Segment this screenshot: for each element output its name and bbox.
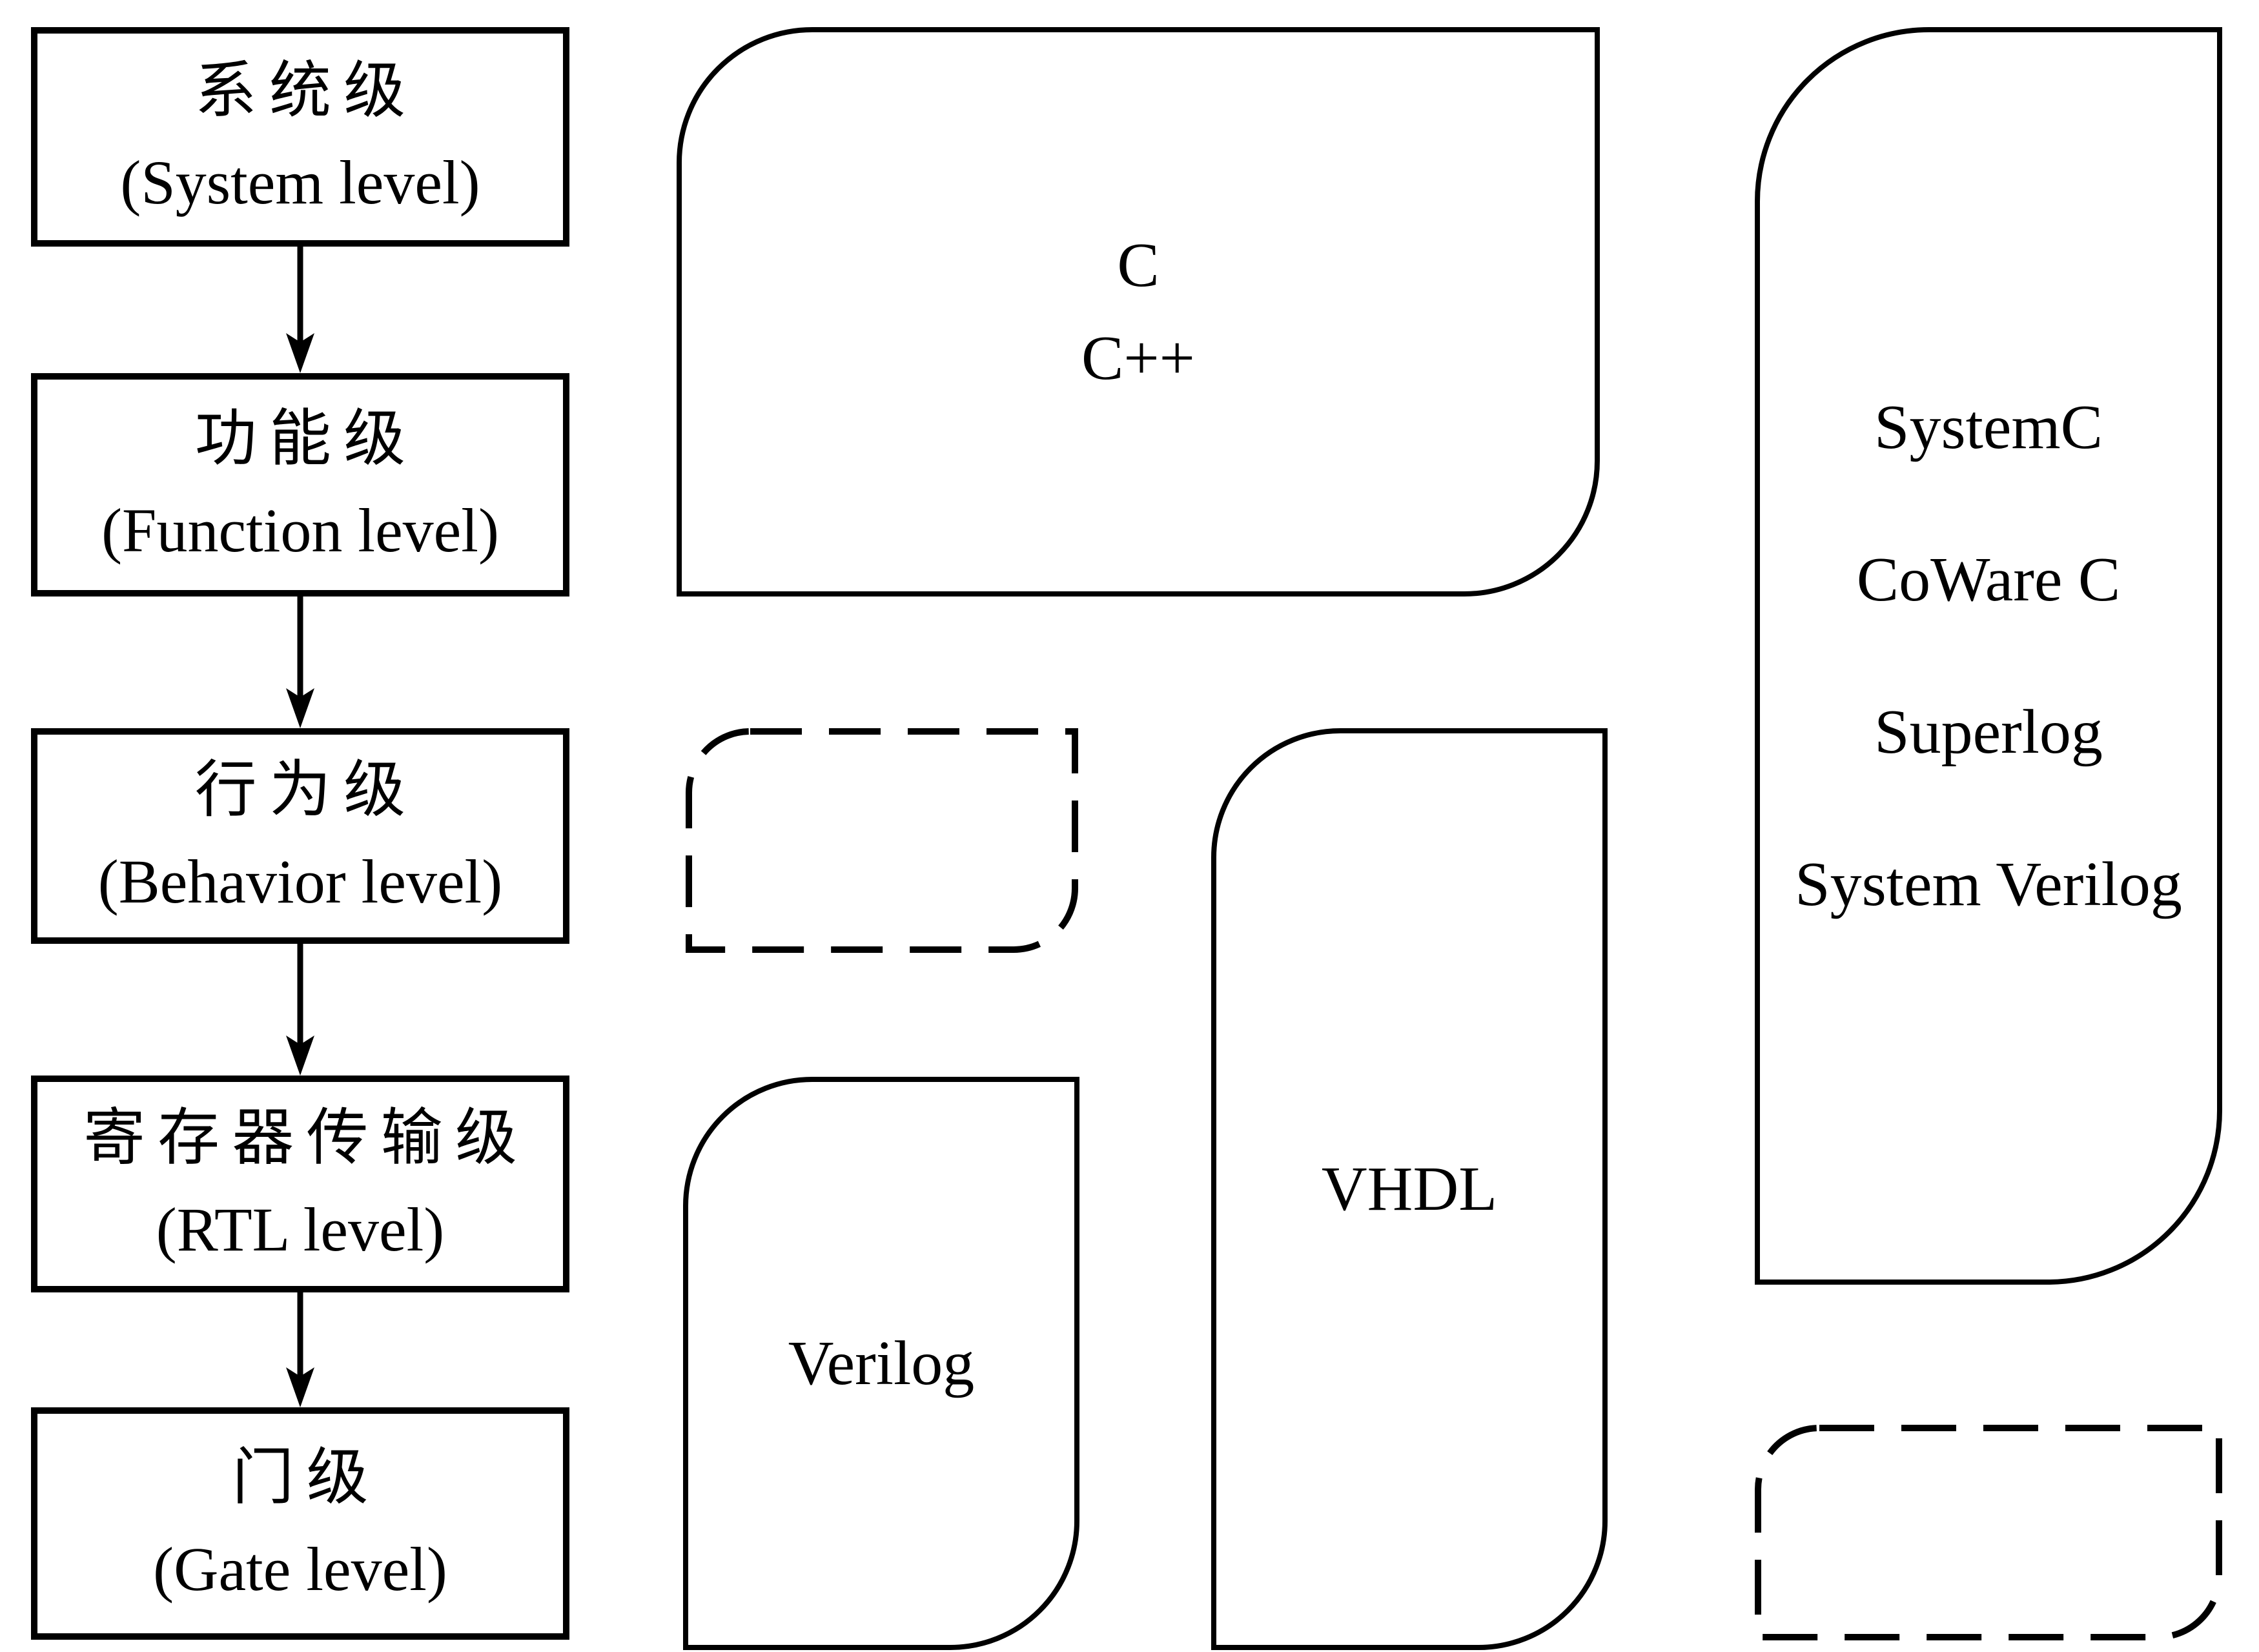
down-arrow-2 [281,597,320,728]
down-arrow-1 [281,247,320,373]
dashed-placeholder-middle [686,728,1078,953]
verilog-shape: Verilog [683,1077,1079,1650]
rtl-level-label-zh: 寄存器传输级 [83,1103,530,1172]
behavior-level-label-zh: 行为级 [194,755,418,824]
flow-box-system-level: 系统级 (System level) [31,27,569,247]
dashed-placeholder-bottom-right [1755,1425,2222,1640]
system-verilog-label: System Verilog [1795,850,2182,919]
flow-box-function-level: 功能级 (Function level) [31,373,569,597]
system-level-label-zh: 系统级 [194,56,418,125]
systemc-label: SystemC [1874,393,2103,462]
system-languages-shape: SystemC CoWare C Superlog System Verilog [1755,27,2222,1285]
c-label: C [1117,230,1160,300]
flow-box-gate-level: 门级 (Gate level) [31,1407,569,1640]
vhdl-label: VHDL [1321,1154,1498,1224]
gate-level-label-en: (Gate level) [153,1535,447,1604]
coware-c-label: CoWare C [1856,545,2121,615]
c-cpp-shape: C C++ [677,27,1600,597]
verilog-label: Verilog [788,1329,975,1398]
function-level-label-en: (Function level) [101,496,499,565]
flow-box-behavior-level: 行为级 (Behavior level) [31,728,569,944]
down-arrow-4 [281,1292,320,1407]
superlog-label: Superlog [1874,697,2103,767]
function-level-label-zh: 功能级 [194,404,418,473]
down-arrow-3 [281,944,320,1076]
rtl-level-label-en: (RTL level) [156,1195,445,1264]
flow-box-rtl-level: 寄存器传输级 (RTL level) [31,1076,569,1292]
behavior-level-label-en: (Behavior level) [97,847,503,916]
system-level-label-en: (System level) [120,148,480,217]
gate-level-label-zh: 门级 [232,1443,381,1512]
cpp-label: C++ [1081,323,1195,393]
vhdl-shape: VHDL [1211,728,1608,1650]
